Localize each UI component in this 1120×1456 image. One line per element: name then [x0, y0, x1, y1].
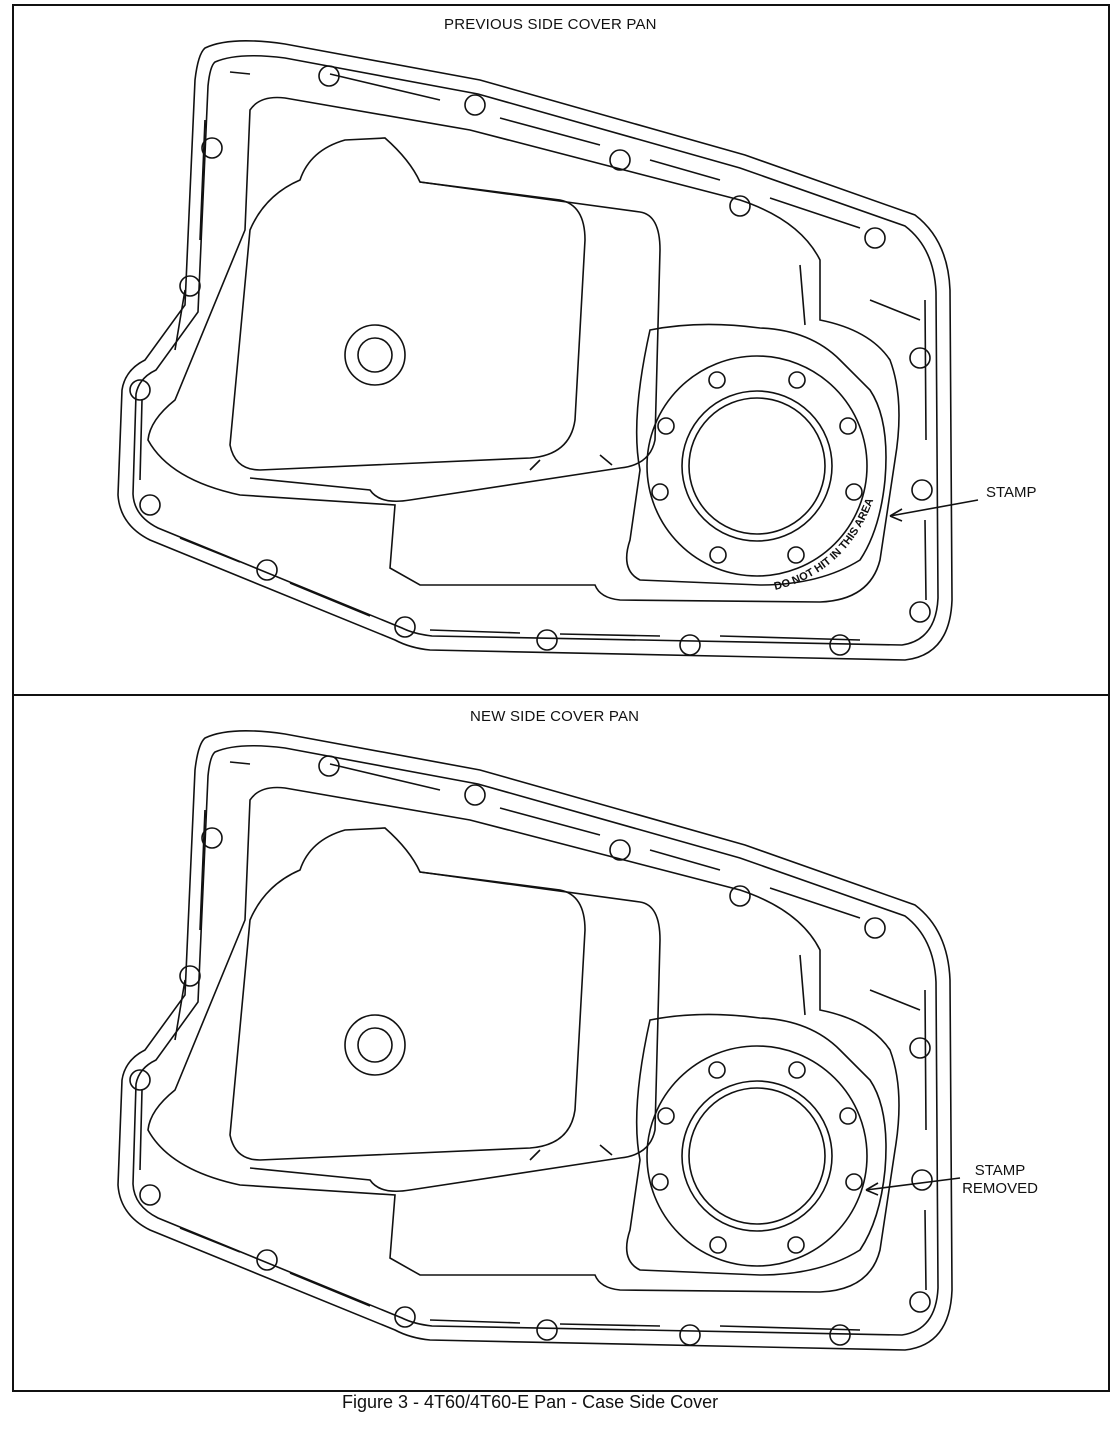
stamp-removed-arrowhead: [865, 1182, 879, 1196]
stamp-removed-arrow-line: [865, 1177, 961, 1191]
figure-frame: [12, 4, 1110, 1392]
panel-divider: [14, 694, 1108, 696]
stamp-arrowhead: [889, 508, 903, 522]
stamp-callout-label: STAMP: [986, 484, 1037, 501]
stamp-removed-line-2: REMOVED: [962, 1180, 1038, 1197]
figure-caption: Figure 3 - 4T60/4T60-E Pan - Case Side C…: [342, 1392, 719, 1412]
stamp-removed-callout: STAMP REMOVED: [958, 1162, 1042, 1198]
previous-pan-title: PREVIOUS SIDE COVER PAN: [444, 16, 657, 33]
new-side-cover-pan-drawing: [117, 729, 961, 1351]
new-pan-title: NEW SIDE COVER PAN: [470, 708, 640, 725]
stamp-arrow-line: [889, 499, 979, 517]
previous-side-cover-pan-drawing: DO NOT HIT IN THIS AREA: [117, 39, 979, 661]
stamp-removed-line-1: STAMP: [974, 1162, 1026, 1179]
